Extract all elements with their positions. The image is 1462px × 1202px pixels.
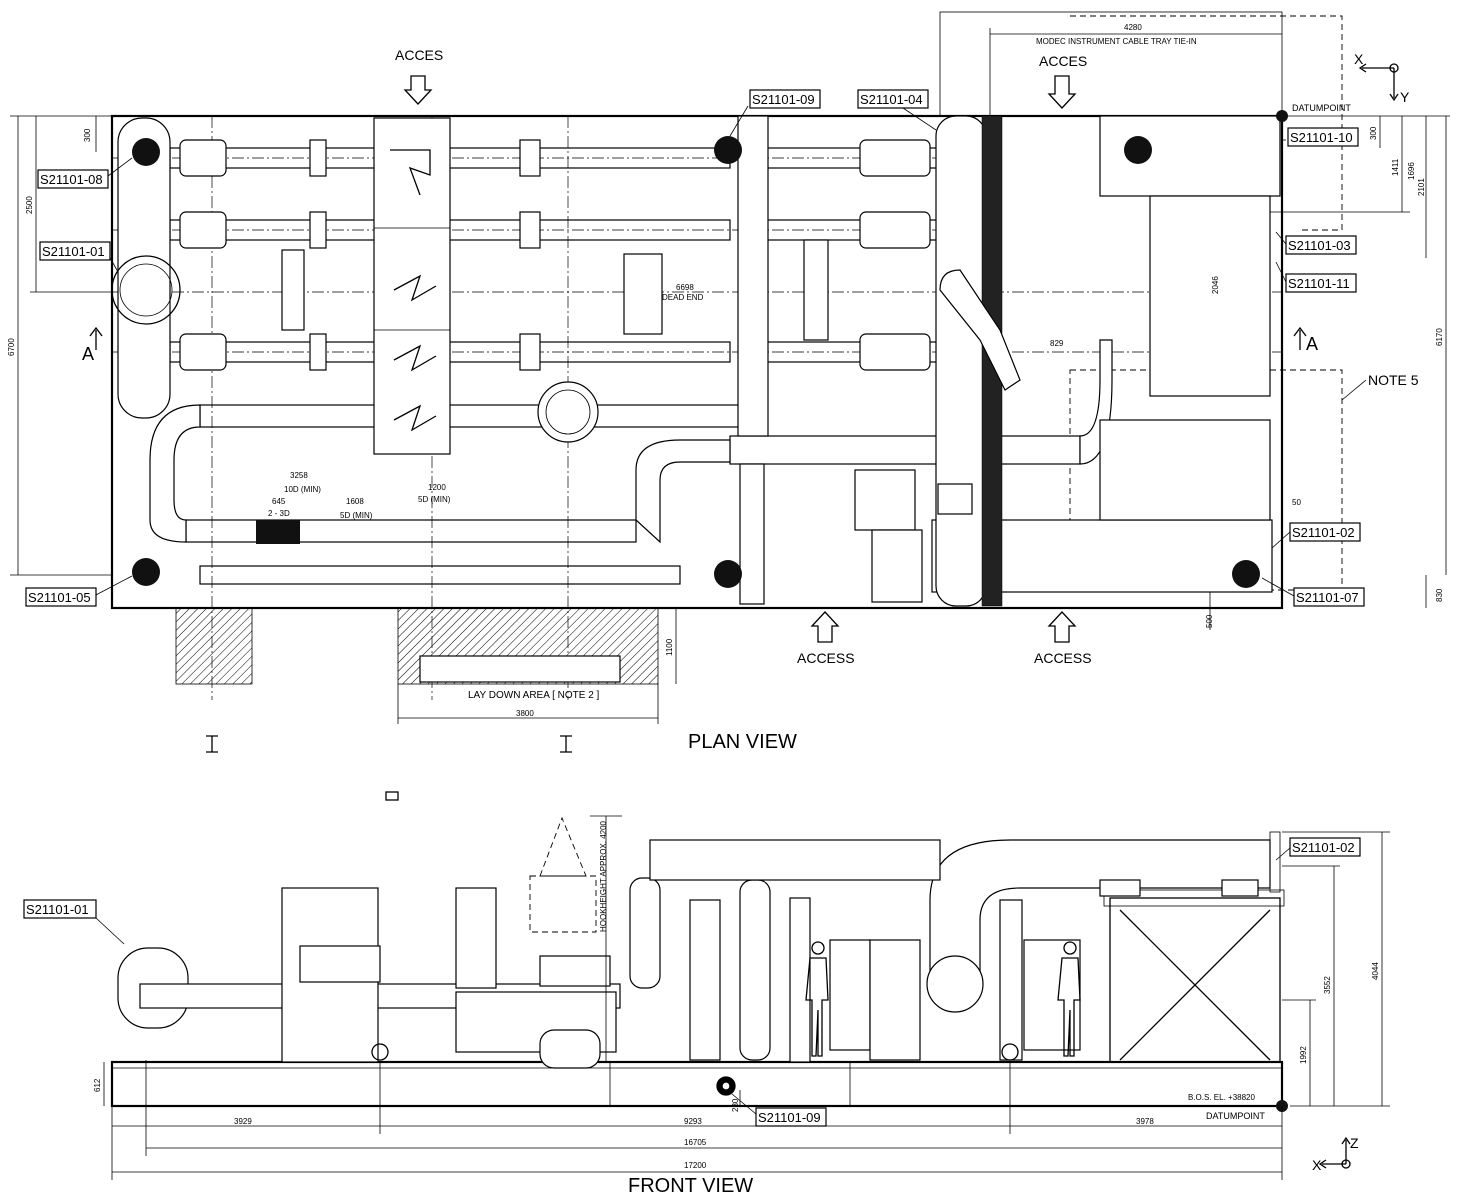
dim-9293: 9293: [684, 1117, 702, 1126]
tag-s21101-04[interactable]: S21101-04: [857, 89, 929, 109]
tag-s21101-09-plan[interactable]: S21101-09: [749, 89, 821, 109]
dim-10d: 10D (MIN): [284, 485, 321, 494]
tag-text: S21101-07: [1296, 590, 1359, 605]
foundation-hatch-left: [175, 607, 253, 685]
hook-height-label: HOOKHEIGHT APPROX. 4200: [599, 820, 608, 932]
front-skid-base: [110, 1060, 1284, 1108]
front-datum-label: DATUMPOINT: [1206, 1111, 1265, 1121]
dim-1411: 1411: [1391, 158, 1400, 176]
section-mark-left: A: [82, 344, 94, 364]
dim-3978: 3978: [1136, 1117, 1154, 1126]
plan-nozzle-s01: [111, 255, 181, 325]
dim-50: 50: [1292, 498, 1301, 507]
dim-6700: 6700: [7, 338, 16, 356]
access-label-bottom-right: ACCESS: [1034, 650, 1092, 666]
front-view-title: FRONT VIEW: [628, 1175, 753, 1197]
tag-text: S21101-05: [28, 590, 91, 605]
section-mark-right: A: [1306, 334, 1318, 354]
dim-3800: 3800: [516, 709, 534, 718]
tag-text: S21101-02: [1292, 525, 1355, 540]
plan-skid-outline: [110, 114, 1284, 610]
dim-829: 829: [1050, 339, 1064, 348]
dim-5d-a: 5D (MIN): [340, 511, 373, 520]
plan-datum-label: DATUMPOINT: [1292, 103, 1351, 113]
tag-s21101-02-front[interactable]: S21101-02: [1289, 837, 1361, 857]
dim-830: 830: [1435, 588, 1444, 602]
cable-tray-label: MODEC INSTRUMENT CABLE TRAY TIE-IN: [1036, 37, 1197, 46]
dim-3258: 3258: [290, 471, 308, 480]
dim-2-3d: 2 - 3D: [268, 509, 290, 518]
dim-2500: 2500: [25, 196, 34, 214]
dim-3929: 3929: [234, 1117, 252, 1126]
dim-4044: 4044: [1371, 962, 1380, 980]
cable-tray-dashed: [1070, 15, 1343, 231]
tag-s21101-10[interactable]: S21101-10: [1287, 127, 1359, 147]
dim-17200: 17200: [684, 1161, 707, 1170]
tag-text: S21101-10: [1290, 130, 1353, 145]
tag-s21101-09-front[interactable]: S21101-09: [755, 1107, 827, 1127]
dim-500: 500: [1205, 614, 1214, 628]
dim-5d-b: 5D (MIN): [418, 495, 451, 504]
access-label-bottom-mid: ACCESS: [797, 650, 855, 666]
dim-1608: 1608: [346, 497, 364, 506]
tag-s21101-07[interactable]: S21101-07: [1293, 587, 1365, 607]
tag-text: S21101-11: [1288, 276, 1350, 291]
tag-s21101-11[interactable]: S21101-11: [1285, 273, 1357, 293]
dim-3552: 3552: [1323, 976, 1332, 994]
dim-16705: 16705: [684, 1138, 707, 1147]
tag-text: S21101-09: [758, 1110, 821, 1125]
tag-s21101-01-plan[interactable]: S21101-01: [39, 241, 111, 261]
tag-s21101-05[interactable]: S21101-05: [25, 587, 97, 607]
tag-s21101-08[interactable]: S21101-08: [37, 169, 109, 189]
dim-645: 645: [272, 497, 286, 506]
tag-text: S21101-04: [860, 92, 923, 107]
tag-s21101-03[interactable]: S21101-03: [1285, 235, 1357, 255]
front-axis-z: Z: [1350, 1135, 1359, 1151]
dim-2101: 2101: [1417, 178, 1426, 196]
access-label-top-right: ACCES: [1039, 53, 1087, 69]
dim-1100: 1100: [665, 638, 674, 656]
tag-text: S21101-02: [1292, 840, 1355, 855]
access-label-top-left: ACCES: [395, 47, 443, 63]
dim-300: 300: [83, 128, 92, 142]
tag-s21101-02-plan[interactable]: S21101-02: [1289, 522, 1361, 542]
dim-6698: 6698: [676, 283, 694, 292]
dim-612: 612: [93, 1078, 102, 1092]
dim-1200: 1200: [428, 483, 446, 492]
dim-300-right: 300: [1369, 126, 1378, 140]
dim-4280: 4280: [1124, 23, 1142, 32]
dim-1696: 1696: [1407, 162, 1416, 180]
dead-end-label: DEAD END: [662, 293, 704, 302]
dim-1992: 1992: [1299, 1046, 1308, 1064]
bos-elevation-label: B.O.S. EL. +38820: [1188, 1093, 1255, 1102]
dim-2046: 2046: [1211, 276, 1220, 294]
plan-view: [10, 11, 1450, 753]
tag-text: S21101-03: [1288, 238, 1351, 253]
laydown-label: LAY DOWN AREA [ NOTE 2 ]: [468, 690, 600, 701]
tag-text: S21101-01: [26, 902, 89, 917]
tag-text: S21101-08: [40, 172, 103, 187]
cable-tray-region: [939, 11, 1283, 117]
tag-text: S21101-01: [42, 244, 105, 259]
front-view: [95, 791, 1390, 1180]
front-axis-x: X: [1312, 1157, 1322, 1173]
tag-text: S21101-09: [752, 92, 815, 107]
plan-view-title: PLAN VIEW: [688, 731, 797, 753]
tag-s21101-01-front[interactable]: S21101-01: [23, 899, 97, 919]
dim-280: 280: [731, 1098, 740, 1112]
dim-6170: 6170: [1435, 328, 1444, 346]
plan-axis-x: X: [1354, 51, 1364, 67]
note-5-label: NOTE 5: [1368, 372, 1419, 388]
plan-axis-y: Y: [1400, 89, 1410, 105]
